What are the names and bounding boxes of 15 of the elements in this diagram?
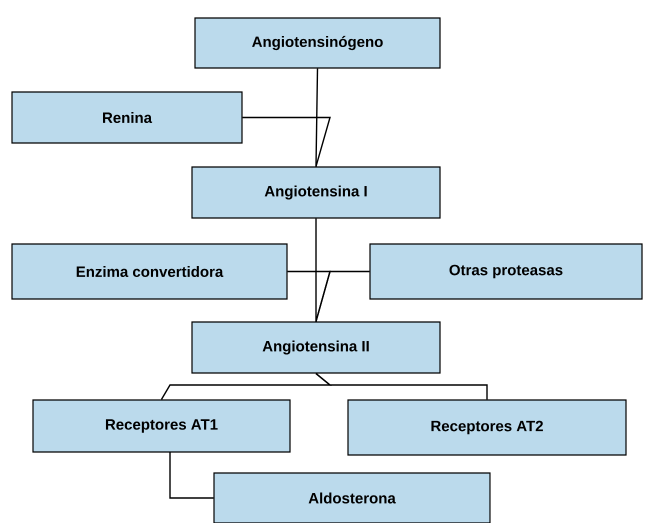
process-box: Otras proteasas [369, 243, 643, 300]
connector-line [315, 218, 317, 322]
process-box: Angiotensina I [191, 166, 441, 219]
process-box: Renina [11, 91, 243, 144]
process-box: Angiotensina II [191, 321, 441, 374]
connector-line [315, 270, 370, 322]
connector-line [315, 68, 318, 166]
connector-line [242, 116, 331, 167]
process-box: Enzima convertidora [11, 243, 288, 300]
connector-line [316, 373, 488, 400]
process-box: Receptores AT1 [32, 399, 291, 453]
connector-line [169, 452, 214, 499]
process-box: Aldosterona [213, 472, 491, 523]
process-box: Angiotensinógeno [194, 17, 441, 69]
process-box: Receptores AT2 [347, 399, 627, 456]
